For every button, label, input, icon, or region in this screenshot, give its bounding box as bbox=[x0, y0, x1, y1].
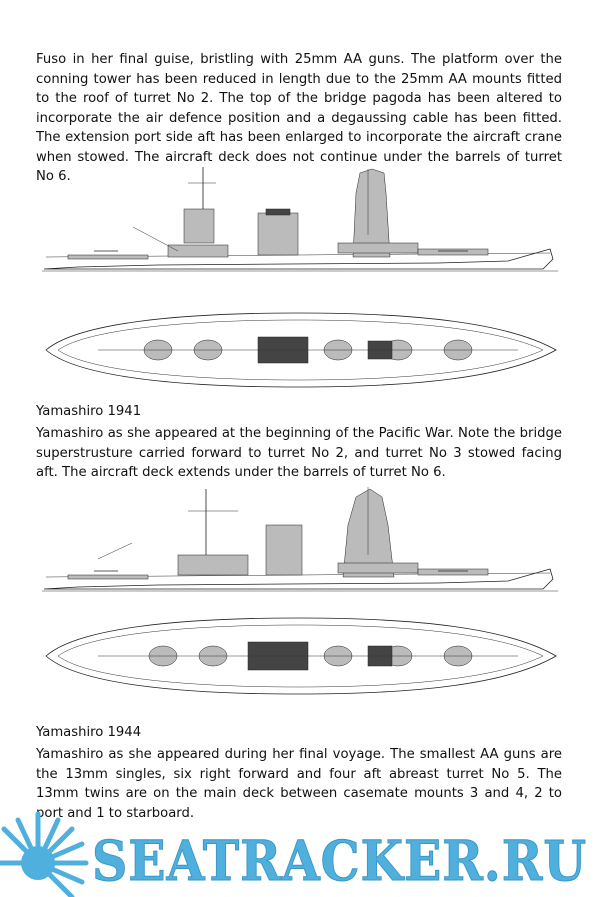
watermark-text: SEATRACKER.RU bbox=[92, 828, 587, 893]
seatracker-watermark: SEATRACKER.RU bbox=[0, 811, 587, 897]
fuso-description: Fuso in her final guise, bristling with … bbox=[36, 52, 562, 184]
fuso-profile-drawing bbox=[42, 167, 558, 272]
yamashiro-1944-description: Yamashiro as she appeared during her fin… bbox=[36, 747, 562, 821]
yamashiro-1944-caption: Yamashiro 1944 bbox=[36, 725, 142, 740]
yamashiro-profile-drawing bbox=[42, 487, 558, 592]
yamashiro-1941-description: Yamashiro as she appeared at the beginni… bbox=[36, 426, 562, 480]
yamashiro-1941-caption: Yamashiro 1941 bbox=[36, 404, 142, 419]
fuso-plan-drawing bbox=[45, 312, 557, 388]
sun-burst-icon bbox=[0, 811, 89, 897]
yamashiro-plan-drawing bbox=[45, 617, 557, 695]
